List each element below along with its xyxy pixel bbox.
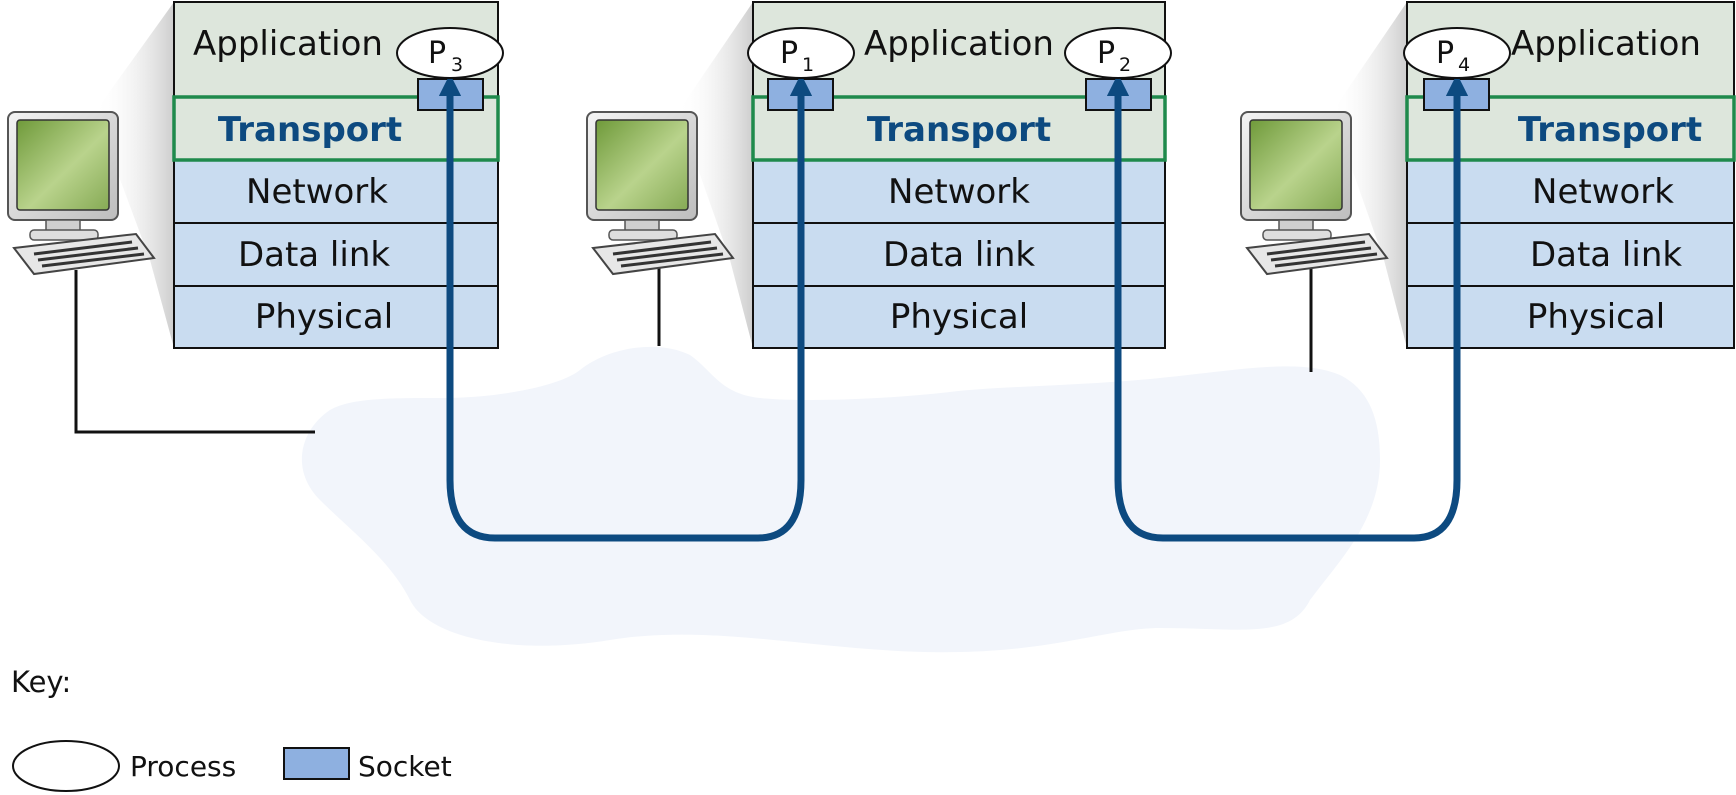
host-3-transport-label: Transport <box>1518 110 1702 150</box>
connection-p3-p1 <box>438 73 813 542</box>
host-2-desktop-computer-icon <box>586 111 735 276</box>
host-1-protocol-stack: Application Transport Network Data link … <box>172 1 500 349</box>
process-p3: P 3 <box>396 27 504 79</box>
process-p1: P 1 <box>747 27 855 79</box>
legend: Key: Process Socket <box>11 665 452 792</box>
host-3-physical-label: Physical <box>1527 297 1665 337</box>
process-p3-letter: P <box>428 36 446 71</box>
host-3-network-label: Network <box>1532 172 1674 212</box>
host-1-transport-label: Transport <box>218 110 402 150</box>
host-3-desktop-computer-icon <box>1240 111 1389 276</box>
process-p2-subscript: 2 <box>1119 54 1131 76</box>
process-p2-letter: P <box>1097 36 1115 71</box>
host-3-data-link-label: Data link <box>1530 235 1682 275</box>
host-1-application-label: Application <box>193 24 383 64</box>
connection-p2-p4 <box>1106 73 1469 542</box>
legend-title: Key: <box>11 665 71 699</box>
network-cloud-icon <box>301 346 1380 653</box>
host-3-protocol-stack: Application Transport Network Data link … <box>1405 1 1736 349</box>
host-2-network-label: Network <box>888 172 1030 212</box>
host-2-application-label: Application <box>864 24 1054 64</box>
process-p4: P 4 <box>1403 27 1511 79</box>
process-p1-subscript: 1 <box>802 54 814 76</box>
host-2-data-link-label: Data link <box>883 235 1035 275</box>
legend-socket-symbol <box>283 747 350 780</box>
host-2-physical-label: Physical <box>890 297 1028 337</box>
host-3-application-label: Application <box>1511 24 1701 64</box>
legend-socket-label: Socket <box>358 750 452 783</box>
process-p2: P 2 <box>1064 27 1172 79</box>
process-p4-letter: P <box>1436 36 1454 71</box>
host-1-stack-shadow <box>95 2 174 348</box>
host-2-transport-label: Transport <box>867 110 1051 150</box>
process-p4-subscript: 4 <box>1458 54 1470 76</box>
host-1-desktop-computer-icon <box>7 111 156 276</box>
legend-process-label: Process <box>130 750 236 783</box>
process-p1-letter: P <box>780 36 798 71</box>
host-1-data-link-label: Data link <box>238 235 390 275</box>
host-1-network-label: Network <box>246 172 388 212</box>
process-p3-subscript: 3 <box>451 54 463 76</box>
host-1-network-wire <box>74 270 315 434</box>
host-1-physical-label: Physical <box>255 297 393 337</box>
legend-process-symbol <box>12 740 120 792</box>
